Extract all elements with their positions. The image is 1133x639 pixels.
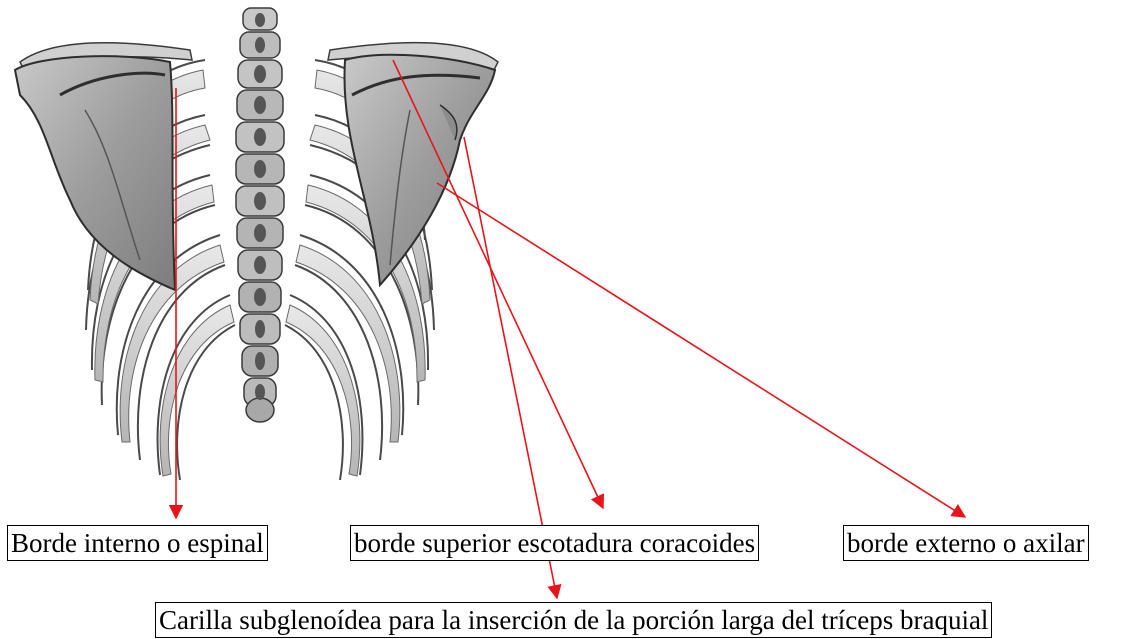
label-superior-border: borde superior escotadura coracoides [350, 525, 759, 561]
label-infraglenoid: Carilla subglenoídea para la inserción d… [155, 602, 992, 638]
label-lateral-border: borde externo o axilar [843, 525, 1089, 561]
label-medial-border: Borde interno o espinal [7, 525, 268, 561]
